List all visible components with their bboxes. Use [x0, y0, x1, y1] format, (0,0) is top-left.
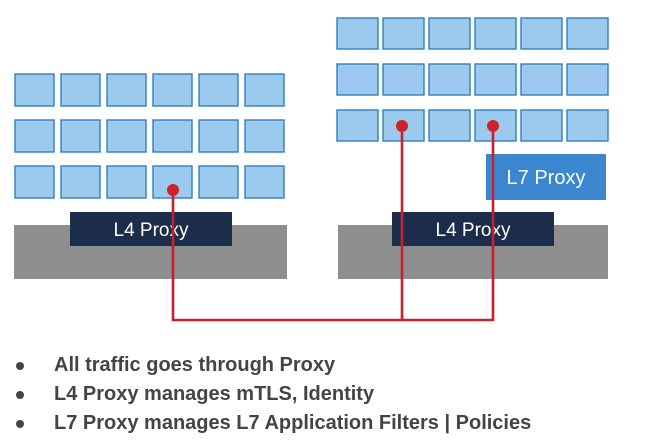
workload-cell	[382, 63, 425, 96]
bullet-item: L7 Proxy manages L7 Application Filters …	[14, 409, 531, 438]
workload-cell	[106, 119, 147, 153]
workload-cell	[428, 17, 471, 50]
workload-cell	[474, 17, 517, 50]
workload-cell	[382, 17, 425, 50]
left-l4-proxy	[70, 212, 232, 246]
left-node: L4 Proxy	[14, 73, 287, 279]
right-l4-proxy-label: L4 Proxy	[436, 220, 511, 241]
bullet-item: L4 Proxy manages mTLS, Identity	[14, 380, 531, 409]
workload-cell	[520, 63, 563, 96]
connection-path	[171, 126, 495, 322]
workload-cell	[520, 17, 563, 50]
bullet-dot-icon	[16, 420, 24, 428]
right-node: L7 Proxy L4 Proxy	[336, 17, 609, 279]
right-workload-grid	[336, 17, 609, 142]
workload-cell	[14, 165, 55, 199]
bullet-list: All traffic goes through Proxy L4 Proxy …	[14, 351, 531, 438]
workload-cell	[336, 63, 379, 96]
workload-cell	[60, 165, 101, 199]
bullet-dot-icon	[16, 391, 24, 399]
workload-cell	[14, 73, 55, 107]
workload-cell	[566, 17, 609, 50]
workload-cell	[60, 73, 101, 107]
left-workload-endpoint	[167, 184, 179, 196]
workload-cell	[428, 63, 471, 96]
left-l4-proxy-label: L4 Proxy	[114, 220, 189, 241]
workload-cell	[198, 119, 239, 153]
left-workload-grid	[14, 73, 285, 199]
workload-cell	[152, 119, 193, 153]
right-l4-proxy	[392, 212, 554, 246]
workload-cell	[566, 109, 609, 142]
workload-cell	[198, 165, 239, 199]
workload-cell	[336, 17, 379, 50]
workload-cell	[336, 109, 379, 142]
right-l7-proxy	[486, 154, 606, 200]
workload-cell	[244, 73, 285, 107]
workload-cell	[244, 165, 285, 199]
bullet-text: L7 Proxy manages L7 Application Filters …	[54, 412, 532, 434]
workload-cell	[106, 165, 147, 199]
right-workload-endpoint-a	[396, 120, 408, 132]
traffic-connections	[167, 120, 499, 322]
workload-cell	[106, 73, 147, 107]
right-l7-proxy-label: L7 Proxy	[507, 167, 586, 189]
right-workload-endpoint-b	[487, 120, 499, 132]
workload-cell	[474, 63, 517, 96]
bullet-text: All traffic goes through Proxy	[54, 354, 336, 376]
workload-cell	[520, 109, 563, 142]
workload-cell	[244, 119, 285, 153]
bullet-item: All traffic goes through Proxy	[14, 351, 531, 380]
bullet-text: L4 Proxy manages mTLS, Identity	[54, 383, 375, 405]
workload-cell	[60, 119, 101, 153]
workload-cell	[14, 119, 55, 153]
workload-cell	[152, 73, 193, 107]
workload-cell	[566, 63, 609, 96]
workload-cell	[198, 73, 239, 107]
workload-cell	[428, 109, 471, 142]
bullet-dot-icon	[16, 362, 24, 370]
